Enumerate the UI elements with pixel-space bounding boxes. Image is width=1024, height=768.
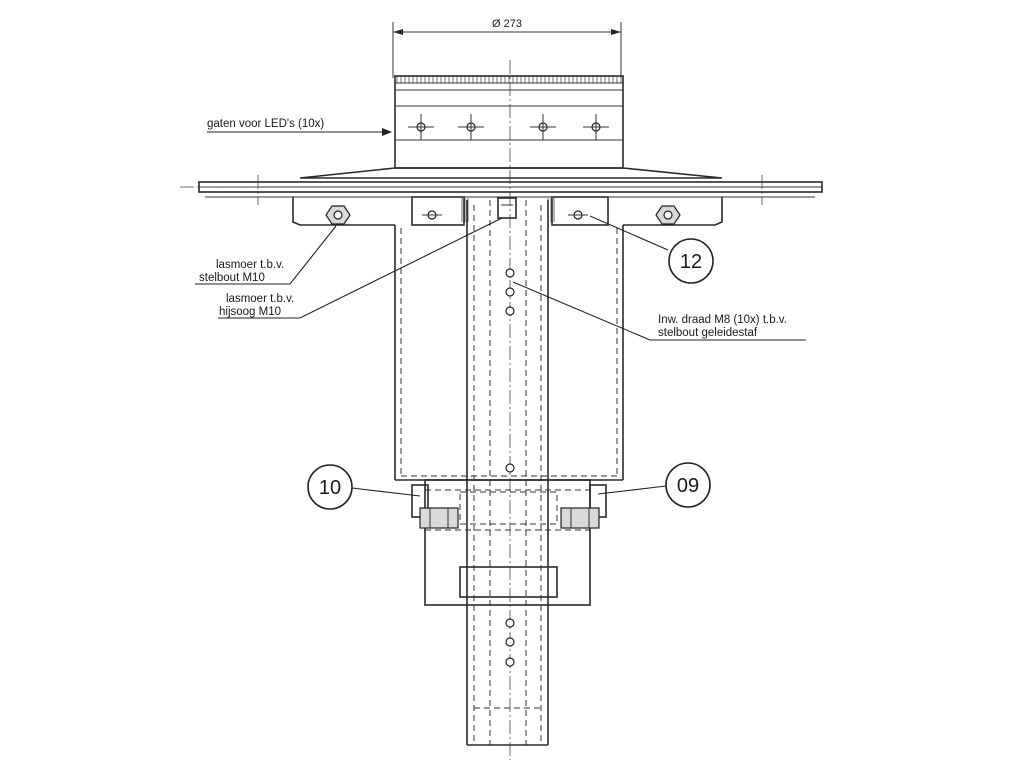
clamp-block: [411, 479, 607, 606]
leaders: [195, 128, 806, 497]
lifting-nut: [497, 197, 517, 219]
weld-nut-lift-label-line2: hijsoog M10: [219, 306, 281, 318]
part-number-10-label: 10: [319, 477, 341, 499]
part-number-09-label: 09: [677, 475, 699, 497]
part-number-12-label: 12: [680, 251, 702, 273]
led-holes-label: gaten voor LED's (10x): [207, 118, 324, 130]
central-tube: [466, 60, 549, 760]
thread-label-line1: Inw. draad M8 (10x) t.b.v.: [658, 314, 787, 326]
cover-plate: [180, 167, 823, 205]
flange: [292, 196, 723, 226]
weld-nut-right: [655, 205, 681, 225]
weld-nut-left: [325, 205, 351, 225]
thread-label-line2: stelbout geleidestaf: [658, 327, 758, 339]
part-number-09: 09: [665, 462, 711, 508]
weld-nut-adjust-label-line1: lasmoer t.b.v.: [216, 259, 284, 271]
part-number-10: 10: [307, 464, 353, 510]
part-number-12: 12: [668, 238, 714, 284]
diameter-label: Ø 273: [492, 18, 522, 30]
housing: [394, 225, 624, 481]
weld-nut-lift-label-line1: lasmoer t.b.v.: [226, 293, 294, 305]
weld-nut-adjust-label-line2: stelbout M10: [199, 272, 265, 284]
diameter-dimension: Ø 273: [392, 18, 622, 78]
led-ring: [394, 75, 624, 169]
